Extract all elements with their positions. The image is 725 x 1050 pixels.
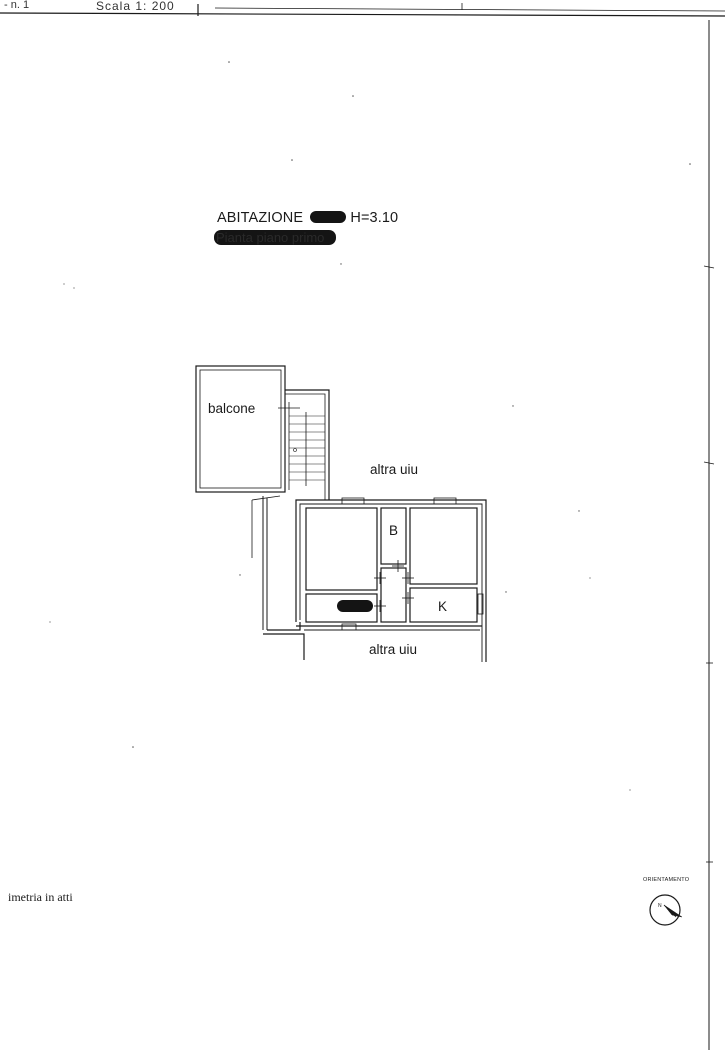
frame-top-line — [0, 12, 725, 17]
sheet-number: - n. 1 — [4, 0, 30, 11]
frame-top-line-2 — [214, 7, 725, 12]
balcone-inner-wall — [199, 369, 282, 489]
compass-icon — [649, 894, 683, 926]
redaction-mark — [310, 211, 347, 223]
living-room — [305, 593, 378, 623]
hallway — [380, 567, 407, 623]
footer-note: imetria in atti — [8, 890, 73, 904]
balcone-outer-wall — [195, 365, 286, 493]
bathroom — [380, 507, 407, 565]
room-label-bath: B — [389, 523, 399, 538]
bedroom-left — [305, 507, 378, 591]
height-label: H=3.10 — [350, 210, 399, 226]
bedroom-right — [409, 507, 478, 585]
redaction-mark-room — [337, 600, 373, 612]
orientation-label: ORIENTAMENTO — [643, 877, 690, 883]
north-letter: N — [658, 903, 662, 909]
scale-label: Scala 1: 200 — [96, 0, 175, 13]
stair-treads — [289, 415, 325, 481]
stair-wall — [285, 389, 330, 500]
room-label-kitchen: K — [438, 599, 448, 614]
plan-title: ABITAZIONE H=3.10 — [217, 211, 398, 226]
floor-label: Pianta piano primo — [216, 230, 325, 245]
room-label-altra-uiu-right: altra uiu — [370, 462, 419, 477]
apartment-outer-wall — [295, 499, 487, 662]
kitchen — [409, 587, 478, 623]
room-label-altra-uiu-bottom: altra uiu — [369, 642, 418, 657]
scan-specks — [49, 61, 691, 791]
room-label-balcone: balcone — [208, 401, 256, 416]
plan-subtitle: Pianta piano primo — [214, 230, 336, 245]
redaction-mark-subtitle — [214, 230, 336, 245]
unit-label: ABITAZIONE — [217, 210, 304, 226]
